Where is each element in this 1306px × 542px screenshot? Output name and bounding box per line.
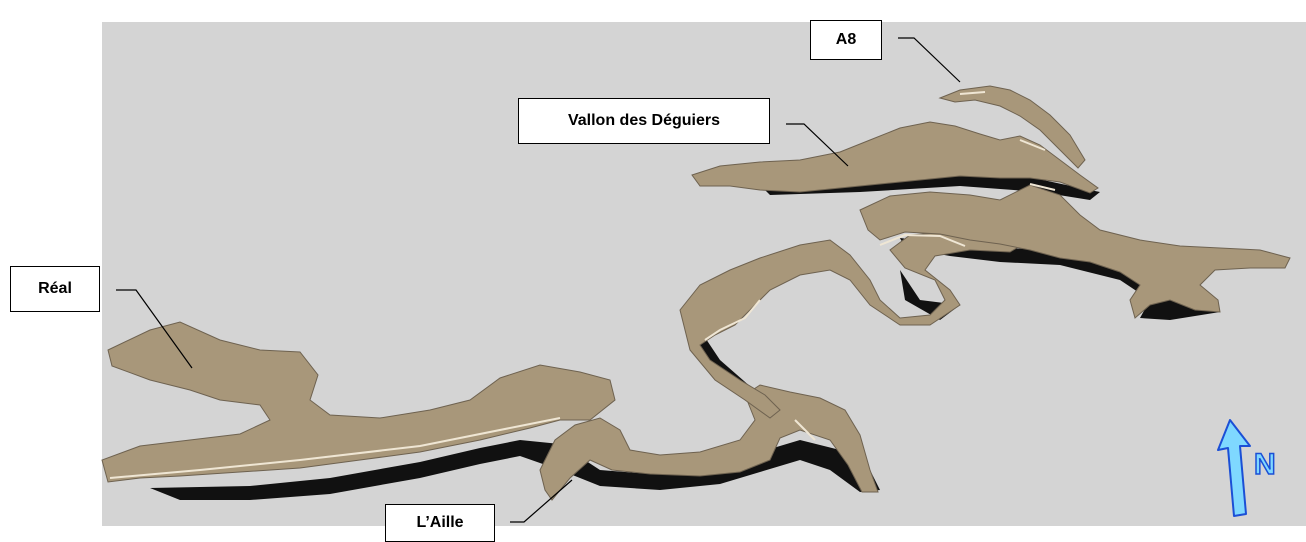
terrain-a8-ribbon [938,85,1086,169]
north-arrow-icon [1217,419,1251,517]
terrain-ribbons [101,85,1291,501]
leader-vallon [786,123,849,167]
leader-lines [116,37,961,523]
stream-loop [879,233,966,247]
stream-middle [704,299,761,341]
stream-east [1029,183,1056,191]
label-real: Réal [10,266,100,312]
stream-vallon [1019,139,1046,151]
shadow-lower-ribbon [150,440,880,500]
stream-highlights [109,91,1056,479]
terrain-real-basin [101,321,616,483]
leader-a8 [898,37,961,83]
terrain-vallon-ribbon [691,121,1099,194]
label-aille: L’Aille [385,504,495,542]
terrain-aille-ribbon [539,384,879,501]
leader-aille [510,479,573,523]
stream-lower [109,417,561,479]
stream-south [794,419,816,441]
north-label: N [1253,448,1276,481]
shadow-east-branch [900,238,1220,320]
terrain-east-branch [859,184,1291,319]
label-vallon-des-deguiers: Vallon des Déguiers [518,98,770,144]
label-a8: A8 [810,20,882,60]
terrain-middle-ribbon [679,231,1032,419]
stream-upper [959,91,986,95]
leader-real [116,289,193,369]
